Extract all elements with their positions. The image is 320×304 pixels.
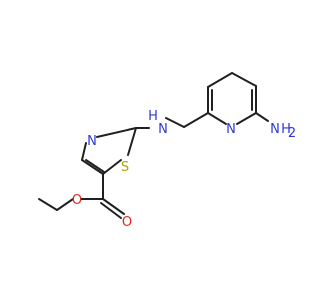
amine-n-label: N xyxy=(270,122,280,137)
bond-thiazole-2 xyxy=(102,159,122,175)
thiazole-n-label: N xyxy=(87,134,97,149)
bond-pyridine-5 xyxy=(207,112,227,125)
molecule-diagram: H N N N H 2 N S O O xyxy=(0,0,300,300)
bond-thiazole-3 xyxy=(81,159,104,175)
nh-n-label: N xyxy=(158,122,168,137)
bond-thiazole-1 xyxy=(127,127,137,156)
bond-carbonyl-double-2 xyxy=(100,202,122,219)
bond-thiazole-4 xyxy=(81,142,87,161)
bond-pyridine-amine xyxy=(255,112,269,122)
bond-carbonyl-double xyxy=(102,198,125,215)
bond-group xyxy=(38,72,269,219)
atom-labels: H N N N H 2 N S O O xyxy=(72,109,296,230)
amine-h-label: H xyxy=(281,122,291,137)
nh-h-label: H xyxy=(148,109,158,124)
background xyxy=(0,0,300,300)
bond-ethyl xyxy=(38,198,58,211)
pyridine-n-label: N xyxy=(226,122,236,137)
bond-methylene-nh xyxy=(165,117,185,128)
bond-pyridine-4 xyxy=(236,112,257,125)
bond-ring-methylene xyxy=(183,112,209,128)
bond-thiazole-3-double xyxy=(85,159,105,173)
bond-thiazole-5 xyxy=(96,127,137,138)
thiazole-s-label: S xyxy=(121,160,129,175)
bond-oxygen-ethyl xyxy=(56,198,74,211)
ester-carbonyl-o-label: O xyxy=(122,215,132,230)
bond-pyridine-2 xyxy=(231,72,257,87)
ester-ring-o-label: O xyxy=(72,193,82,208)
bond-pyridine-1 xyxy=(207,72,233,88)
molecule-svg: H N N N H 2 N S O O xyxy=(0,0,300,300)
amine-subscript-label: 2 xyxy=(288,126,296,141)
